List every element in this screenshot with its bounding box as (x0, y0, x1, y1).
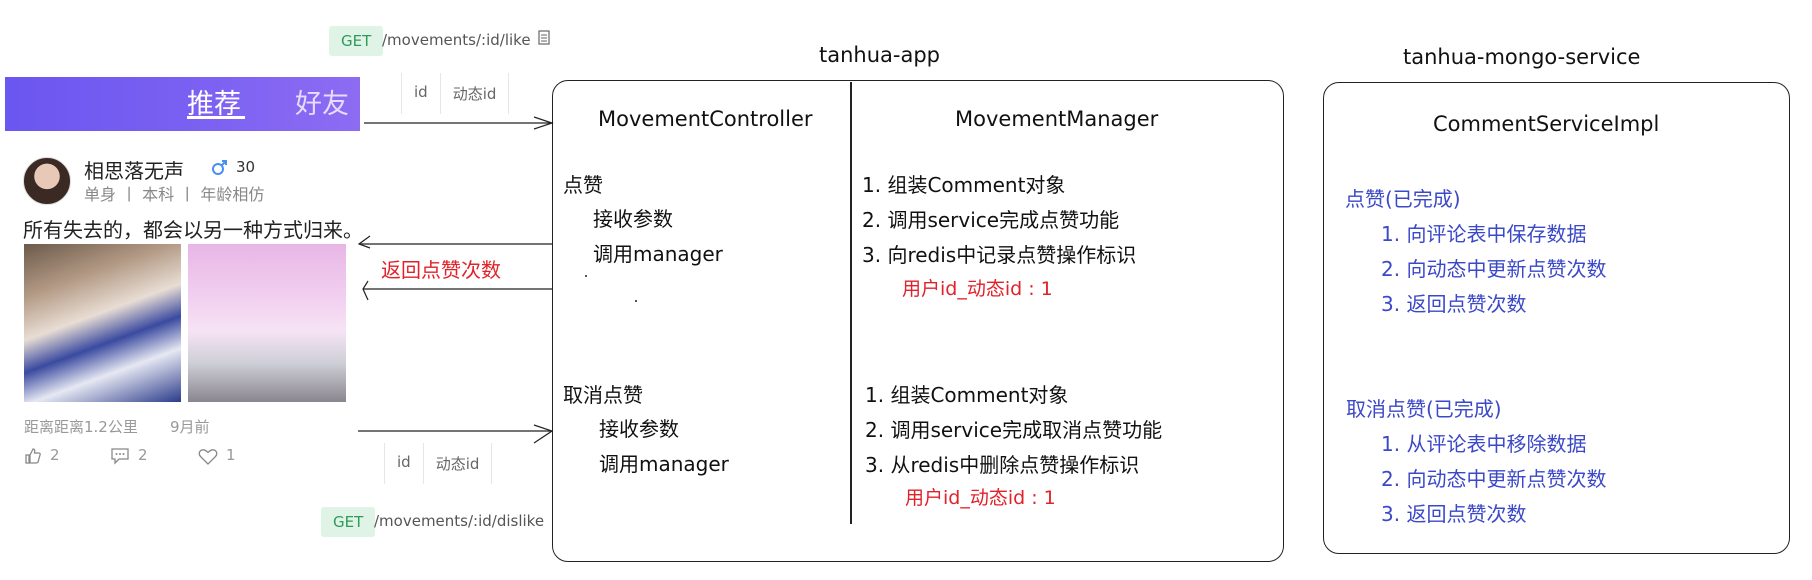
app-title: tanhua-app (819, 43, 941, 67)
manager-unlike-redis-key: 用户id_动态id : 1 (905, 487, 1056, 509)
param-table-like: id 动态id (401, 73, 510, 114)
endpoint-dislike: /movements/:id/dislike (374, 512, 545, 530)
param-id: id (402, 73, 441, 114)
impl-unlike-step: 2. 向动态中更新点赞次数 (1381, 467, 1607, 491)
get-method-badge-dislike: GET (321, 507, 376, 537)
arrow-head (362, 280, 369, 301)
controller-like-step: 接收参数 (593, 207, 673, 231)
user-age: 30 (236, 158, 256, 176)
mongo-title: tanhua-mongo-service (1403, 45, 1641, 69)
impl-unlike-heading: 取消点赞(已完成) (1346, 397, 1502, 421)
stray-dot (635, 300, 637, 302)
return-label: 返回点赞次数 (381, 258, 501, 282)
avatar[interactable] (23, 157, 71, 205)
app-box (552, 80, 1284, 562)
controller-unlike-heading: 取消点赞 (563, 383, 643, 407)
manager-unlike-step: 1. 组装Comment对象 (865, 383, 1069, 407)
post-photo-1[interactable] (24, 244, 181, 402)
mongo-box (1323, 82, 1790, 554)
arrow-head (357, 235, 371, 249)
controller-title: MovementController (598, 107, 813, 131)
controller-like-step: 调用manager (593, 242, 723, 266)
get-method-badge-like: GET (329, 26, 384, 56)
param-movement-id: 动态id (435, 455, 480, 473)
impl-unlike-step: 3. 返回点赞次数 (1381, 502, 1527, 526)
manager-like-step: 2. 调用service完成点赞功能 (862, 208, 1120, 232)
comment-icon[interactable] (110, 447, 130, 465)
user-tags: 单身 丨 本科 丨 年龄相仿 (84, 185, 265, 204)
impl-like-step: 2. 向动态中更新点赞次数 (1381, 257, 1607, 281)
impl-like-step: 3. 返回点赞次数 (1381, 292, 1527, 316)
endpoint-like: /movements/:id/like (382, 31, 531, 49)
manager-unlike-step: 2. 调用service完成取消点赞功能 (865, 418, 1163, 442)
controller-unlike-step: 调用manager (599, 452, 729, 476)
tab-underline (187, 116, 245, 119)
phone-tab-bar (5, 77, 360, 131)
manager-like-redis-key: 用户id_动态id : 1 (902, 278, 1053, 300)
gender-icon (212, 160, 227, 175)
post-time: 9月前 (170, 418, 210, 436)
heart-icon[interactable] (198, 448, 218, 465)
param-table-dislike: id 动态id (384, 443, 493, 484)
thumb-up-icon[interactable] (24, 447, 42, 465)
user-name[interactable]: 相思落无声 (84, 159, 184, 183)
controller-unlike-step: 接收参数 (599, 417, 679, 441)
post-photo-2[interactable] (188, 244, 346, 402)
param-movement-id: 动态id (452, 85, 497, 103)
tab-recommend[interactable]: 推荐 (187, 89, 241, 120)
impl-like-step: 1. 向评论表中保存数据 (1381, 222, 1587, 246)
arrow-head (533, 424, 554, 444)
app-divider (850, 82, 852, 524)
manager-unlike-step: 3. 从redis中删除点赞操作标识 (865, 453, 1140, 477)
tab-friends[interactable]: 好友 (295, 89, 349, 120)
post-text: 所有失去的，都会以另一种方式归来。 (23, 218, 363, 242)
impl-title: CommentServiceImpl (1433, 112, 1660, 136)
param-id: id (385, 443, 424, 484)
controller-like-heading: 点赞 (563, 173, 603, 197)
manager-title: MovementManager (955, 107, 1159, 131)
stray-dot (585, 275, 587, 277)
manager-like-step: 1. 组装Comment对象 (862, 173, 1066, 197)
impl-unlike-step: 1. 从评论表中移除数据 (1381, 432, 1587, 456)
like-count: 2 (50, 446, 60, 464)
impl-like-heading: 点赞(已完成) (1345, 187, 1461, 211)
manager-like-step: 3. 向redis中记录点赞操作标识 (862, 243, 1137, 267)
distance: 距离距离1.2公里 (24, 418, 138, 436)
copy-icon[interactable] (538, 30, 550, 45)
love-count: 1 (226, 446, 236, 464)
comment-count: 2 (138, 446, 148, 464)
